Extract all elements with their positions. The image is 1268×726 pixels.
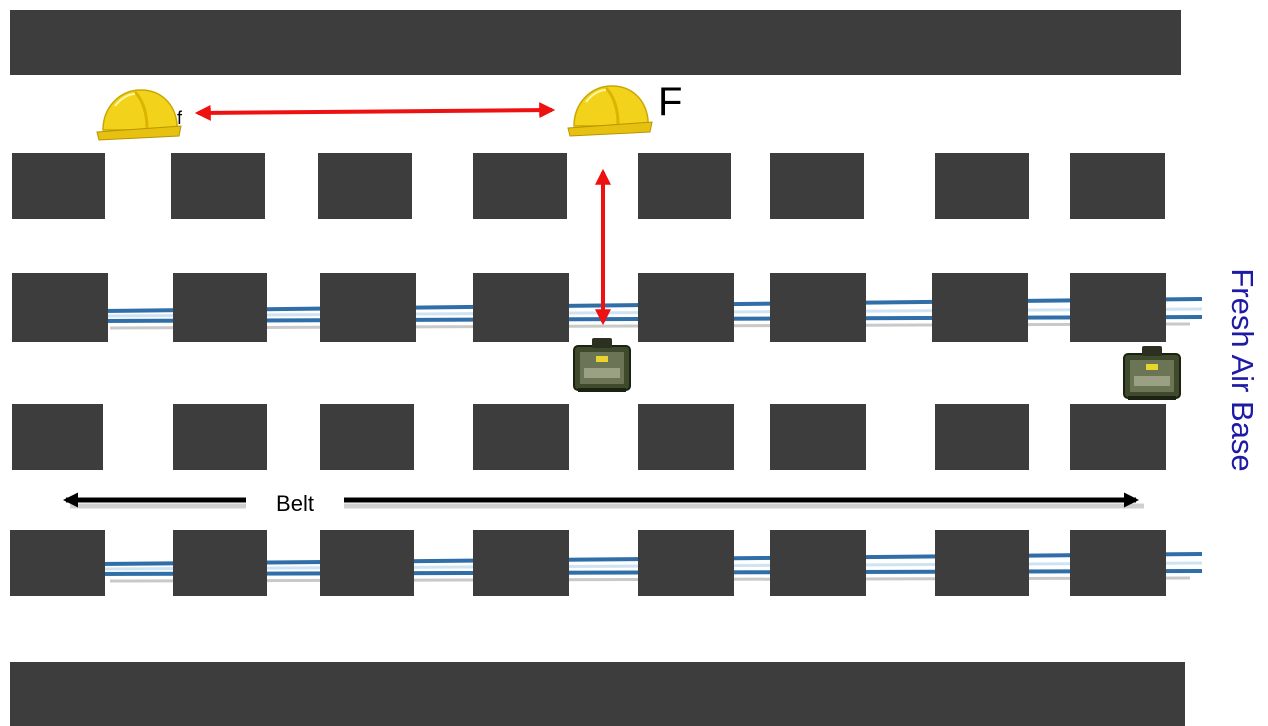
pillar (12, 273, 108, 342)
pillar (473, 404, 569, 470)
top-rib (10, 10, 1181, 75)
fresh-air-base-label: Fresh Air Base (1222, 220, 1262, 520)
pillar (173, 273, 267, 342)
pillar (770, 404, 866, 470)
fresh-air-base-text: Fresh Air Base (1225, 268, 1260, 472)
pillar (320, 530, 414, 596)
pillar (638, 153, 731, 219)
pillar (770, 153, 864, 219)
pillar (1070, 404, 1166, 470)
pillar (173, 530, 267, 596)
pillar-row-3 (12, 404, 1166, 470)
pillar (770, 530, 866, 596)
pillar (12, 153, 105, 219)
pillar (638, 273, 734, 342)
pillar (1070, 530, 1166, 596)
hard-hat-icon (95, 88, 183, 142)
pillar (473, 273, 569, 342)
pillar (473, 153, 567, 219)
pillar-row-2 (12, 273, 1166, 342)
pillar (932, 273, 1028, 342)
pillar (320, 404, 414, 470)
pillar-row-1 (12, 153, 1165, 219)
pillar (770, 273, 866, 342)
pillar (1070, 273, 1166, 342)
pillar (1070, 153, 1165, 219)
pillar (320, 273, 416, 342)
horizontal-distance-arrow (194, 102, 556, 121)
pillar (935, 530, 1029, 596)
hard-hat-icon (566, 84, 654, 138)
pillar (10, 530, 105, 596)
belt-label: Belt (246, 486, 344, 522)
pillar (935, 404, 1029, 470)
belt-arrow (63, 492, 1144, 509)
scsr-cache-icon (1123, 345, 1181, 401)
pillar (173, 404, 267, 470)
pillar (935, 153, 1029, 219)
pillar (638, 404, 734, 470)
pillar (171, 153, 265, 219)
pillar-row-4 (10, 530, 1166, 596)
pillar (638, 530, 734, 596)
foreman-label: F (658, 80, 683, 124)
scsr-cache-icon (573, 337, 631, 393)
foreman-small-label: f (177, 108, 183, 128)
pillar (318, 153, 412, 219)
pillar (473, 530, 569, 596)
bottom-rib (10, 662, 1185, 726)
pillar (12, 404, 103, 470)
